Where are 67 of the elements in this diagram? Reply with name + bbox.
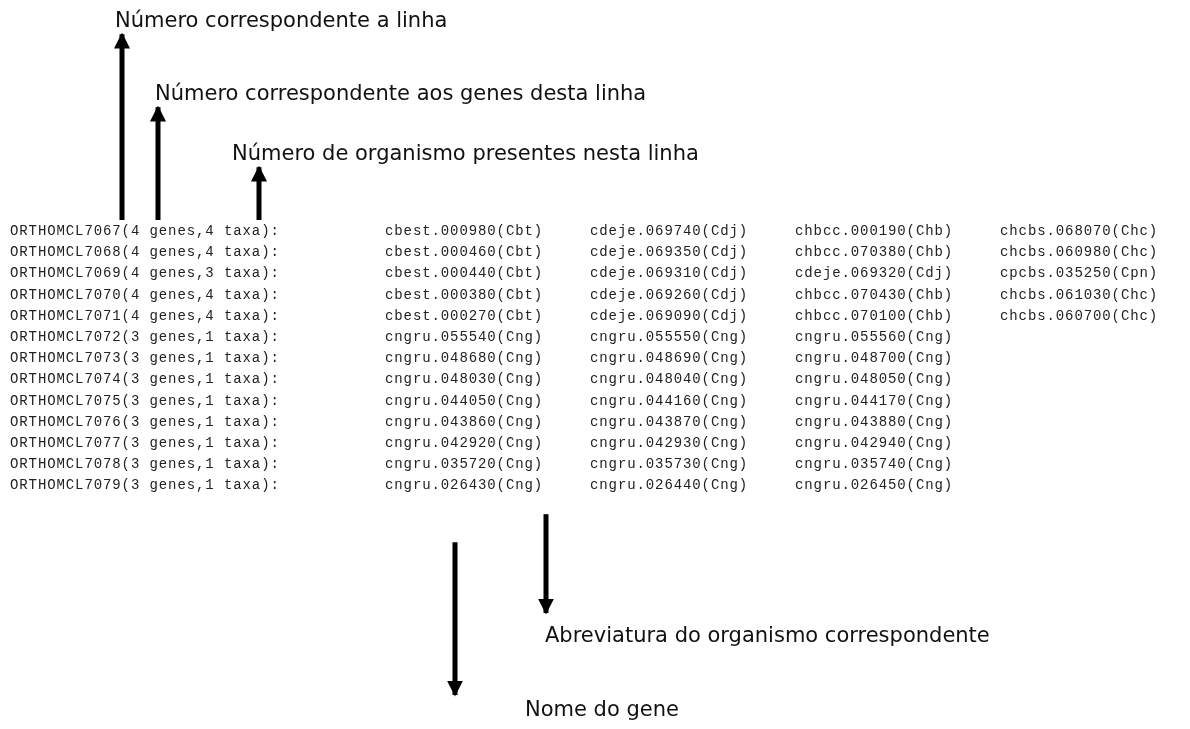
gene-entry-text: cdeje.069260(Cdj) <box>590 286 749 304</box>
gene-entry-text: cngru.026440(Cng) <box>590 477 749 495</box>
gene-entry-text: cngru.048680(Cng) <box>385 350 544 367</box>
gene-entry-text: cngru.048050(Cng) <box>795 371 954 389</box>
gene-entry-text: cngru.044170(Cng) <box>795 392 954 410</box>
gene-entry-text: chbcc.070380(Chb) <box>795 244 954 261</box>
cluster-id-text: ORTHOMCL7067(4 genes,4 taxa): <box>10 223 280 240</box>
gene-entry-text: cngru.043880(Cng) <box>795 413 954 431</box>
gene-entry-text: chcbs.060700(Chc) <box>1000 307 1159 325</box>
gene-entry-text: cngru.043870(Cng) <box>590 413 749 431</box>
cluster-id-text: ORTHOMCL7077(3 genes,1 taxa): <box>10 435 280 452</box>
gene-entry-text: chcbs.061030(Chc) <box>1000 286 1159 304</box>
cluster-id-text: ORTHOMCL7071(4 genes,4 taxa): <box>10 307 280 325</box>
cluster-id-text: ORTHOMCL7076(3 genes,1 taxa): <box>10 413 280 431</box>
cluster-id-text: ORTHOMCL7075(3 genes,1 taxa): <box>10 392 280 410</box>
gene-entry-text: cngru.055540(Cng) <box>385 329 544 346</box>
gene-entry-text: cngru.048690(Cng) <box>590 350 749 367</box>
arrow <box>538 514 554 615</box>
cluster-id-text: ORTHOMCL7079(3 genes,1 taxa): <box>10 477 280 495</box>
cluster-id-text: ORTHOMCL7070(4 genes,4 taxa): <box>10 286 280 304</box>
gene-entry-text: cngru.035730(Cng) <box>590 456 749 473</box>
cluster-id-text: ORTHOMCL7072(3 genes,1 taxa): <box>10 329 280 346</box>
gene-entry-text: chbcc.000190(Chb) <box>795 223 954 240</box>
gene-entry-text: chbcc.070100(Chb) <box>795 307 954 325</box>
gene-entry-text: cngru.055550(Cng) <box>590 329 749 346</box>
gene-entry-text: cngru.026450(Cng) <box>795 477 954 495</box>
arrow <box>251 165 267 220</box>
gene-entry-text: cbest.000270(Cbt) <box>385 307 544 325</box>
gene-entry-text: chcbs.060980(Chc) <box>1000 244 1159 261</box>
gene-entry-text: cngru.055560(Cng) <box>795 329 954 346</box>
gene-entry-text: cdeje.069090(Cdj) <box>590 307 749 325</box>
annotation-text: Número correspondente a linha <box>115 8 448 34</box>
gene-entry-text: cngru.044160(Cng) <box>590 392 749 410</box>
gene-entry-text: cngru.035740(Cng) <box>795 456 954 473</box>
annotation-text: Nome do gene <box>525 697 679 723</box>
gene-entry-text: cdeje.069740(Cdj) <box>590 223 749 240</box>
annotation-text: Número de organismo presentes nesta linha <box>232 141 699 167</box>
gene-entry-text: cngru.048030(Cng) <box>385 371 544 389</box>
arrow <box>114 32 130 220</box>
gene-entry-text: cngru.043860(Cng) <box>385 413 544 431</box>
gene-entry-text: cngru.048700(Cng) <box>795 350 954 367</box>
gene-entry-text: cngru.042920(Cng) <box>385 435 544 452</box>
gene-entry-text: chbcc.070430(Chb) <box>795 286 954 304</box>
cluster-id-text: ORTHOMCL7069(4 genes,3 taxa): <box>10 265 280 283</box>
gene-entry-text: cngru.044050(Cng) <box>385 392 544 410</box>
gene-entry-text: cngru.048040(Cng) <box>590 371 749 389</box>
cluster-id-text: ORTHOMCL7073(3 genes,1 taxa): <box>10 350 280 367</box>
gene-entry-text: cdeje.069350(Cdj) <box>590 244 749 261</box>
gene-entry-text: cngru.035720(Cng) <box>385 456 544 473</box>
annotation-text: Número correspondente aos genes desta linha <box>155 81 647 107</box>
gene-entry-text: cngru.042940(Cng) <box>795 435 954 452</box>
gene-entry-text: cbest.000460(Cbt) <box>385 244 544 261</box>
gene-entry-text: cbest.000380(Cbt) <box>385 286 544 304</box>
cluster-id-text: ORTHOMCL7074(3 genes,1 taxa): <box>10 371 280 389</box>
arrow <box>447 542 463 697</box>
gene-entry-text: cdeje.069320(Cdj) <box>795 265 954 283</box>
gene-entry-text: cbest.000980(Cbt) <box>385 223 544 240</box>
gene-entry-text: cdeje.069310(Cdj) <box>590 265 749 283</box>
cluster-id-text: ORTHOMCL7078(3 genes,1 taxa): <box>10 456 280 473</box>
annotation-text: Abreviatura do organismo correspondente <box>545 623 990 649</box>
gene-entry-text: cbest.000440(Cbt) <box>385 265 544 283</box>
gene-entry-text: cngru.042930(Cng) <box>590 435 749 452</box>
arrow <box>150 105 166 220</box>
cluster-id-text: ORTHOMCL7068(4 genes,4 taxa): <box>10 244 280 261</box>
gene-entry-text: cngru.026430(Cng) <box>385 477 544 495</box>
gene-entry-text: cpcbs.035250(Cpn) <box>1000 265 1159 283</box>
gene-entry-text: chcbs.068070(Chc) <box>1000 223 1159 240</box>
